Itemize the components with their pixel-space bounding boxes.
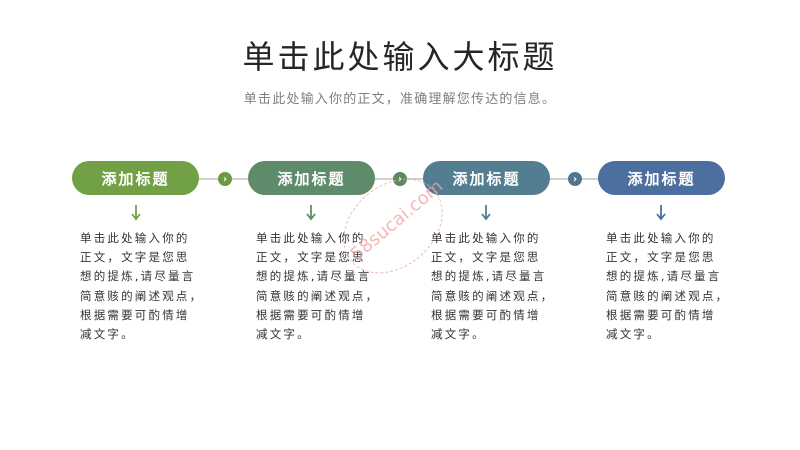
body-line: 想的提炼,请尽量言 — [256, 269, 372, 284]
body-line: 单击此处输入你的 — [80, 231, 190, 245]
body-line: 正文，文字是您思 — [256, 250, 366, 265]
body-line: 想的提炼,请尽量言 — [606, 269, 722, 284]
arrow-down-icon — [306, 205, 316, 221]
body-line: 根据需要可酌情增 — [80, 307, 190, 322]
body-line: 正文，文字是您思 — [80, 250, 190, 265]
body-line: 单击此处输入你的 — [256, 231, 366, 245]
arrow-down-icon — [131, 205, 141, 221]
body-line: 单击此处输入你的 — [431, 231, 541, 245]
body-line: 简意赅的阐述观点， — [606, 288, 730, 303]
chevron-right-icon: › — [393, 172, 407, 186]
chevron-right-icon: › — [568, 172, 582, 186]
body-line: 根据需要可酌情增 — [606, 307, 716, 322]
body-line: 简意赅的阐述观点， — [431, 288, 555, 303]
step-3-title[interactable]: 添加标题 — [423, 161, 550, 195]
body-line: 根据需要可酌情增 — [431, 307, 541, 322]
page-title: 单击此处输入大标题 — [242, 38, 558, 76]
arrow-down-icon — [481, 205, 491, 221]
body-line: 减文字。 — [80, 327, 135, 342]
body-line: 简意赅的阐述观点， — [256, 288, 380, 303]
step-1-title[interactable]: 添加标题 — [72, 161, 199, 195]
step-1-body: 单击此处输入你的 正文，文字是您思 想的提炼,请尽量言 简意赅的阐述观点， 根据… — [80, 229, 210, 344]
body-line: 单击此处输入你的 — [606, 231, 716, 245]
body-line: 正文，文字是您思 — [606, 250, 716, 265]
body-line: 简意赅的阐述观点， — [80, 288, 204, 303]
step-3-body: 单击此处输入你的 正文，文字是您思 想的提炼,请尽量言 简意赅的阐述观点， 根据… — [431, 229, 561, 344]
body-line: 减文字。 — [256, 327, 311, 342]
page-subtitle: 单击此处输入你的正文，准确理解您传达的信息。 — [243, 92, 557, 107]
step-4-body: 单击此处输入你的 正文，文字是您思 想的提炼,请尽量言 简意赅的阐述观点， 根据… — [606, 229, 736, 344]
step-2-title[interactable]: 添加标题 — [248, 161, 375, 195]
body-line: 想的提炼,请尽量言 — [431, 269, 547, 284]
arrow-down-icon — [656, 205, 666, 221]
body-line: 想的提炼,请尽量言 — [80, 269, 196, 284]
body-line: 减文字。 — [431, 327, 486, 342]
step-2-body: 单击此处输入你的 正文，文字是您思 想的提炼,请尽量言 简意赅的阐述观点， 根据… — [256, 229, 386, 344]
body-line: 正文，文字是您思 — [431, 250, 541, 265]
chevron-right-icon: › — [218, 172, 232, 186]
body-line: 减文字。 — [606, 327, 661, 342]
body-line: 根据需要可酌情增 — [256, 307, 366, 322]
step-4-title[interactable]: 添加标题 — [598, 161, 725, 195]
